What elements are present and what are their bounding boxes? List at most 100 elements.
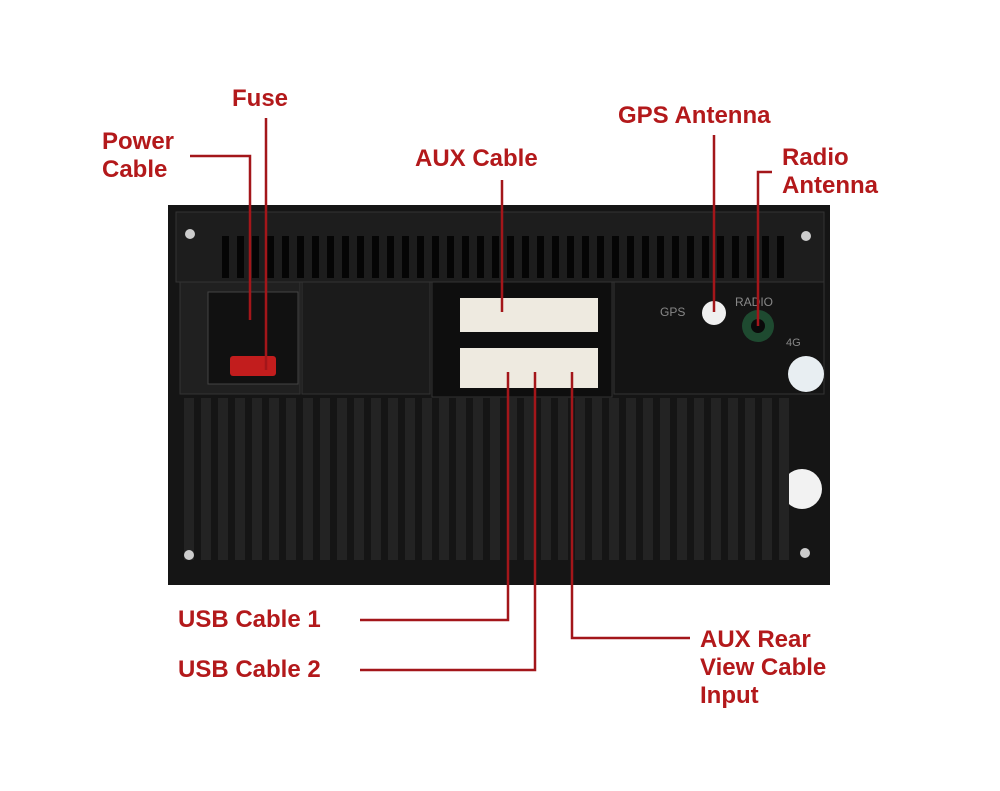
heatsink-fin — [507, 398, 517, 560]
heatsink-fin — [439, 398, 449, 560]
vent-slot — [537, 236, 544, 278]
aux-connector-top — [460, 298, 598, 332]
fuse-block — [230, 356, 276, 376]
heatsink-fin — [541, 398, 551, 560]
vent-slot — [582, 236, 589, 278]
vent-slot — [237, 236, 244, 278]
vent-slot — [312, 236, 319, 278]
radio-marking: RADIO — [735, 295, 773, 309]
vent-slot — [672, 236, 679, 278]
vent-slot — [612, 236, 619, 278]
vent-slot — [777, 236, 784, 278]
screw-icon — [801, 231, 811, 241]
label-aux-rear-2: View Cable — [700, 654, 826, 681]
heatsink-fin — [218, 398, 228, 560]
label-aux-cable: AUX Cable — [415, 145, 538, 172]
heatsink-fin — [201, 398, 211, 560]
vent-slot — [597, 236, 604, 278]
vent-slot — [642, 236, 649, 278]
power-cable-line — [190, 154, 252, 320]
usb-cable-2-line — [360, 372, 537, 672]
label-usb-cable-1: USB Cable 1 — [178, 606, 321, 633]
vent-slot — [447, 236, 454, 278]
heatsink-fin — [609, 398, 619, 560]
vent-slot — [522, 236, 529, 278]
heatsink-fin — [286, 398, 296, 560]
vent-slot — [252, 236, 259, 278]
vent-slot — [297, 236, 304, 278]
label-aux-rear-3: Input — [700, 682, 759, 709]
heatsink-fin — [524, 398, 534, 560]
screw-icon — [185, 229, 195, 239]
vent-slot — [477, 236, 484, 278]
vent-slot — [702, 236, 709, 278]
label-aux-rear-1: AUX Rear — [700, 626, 811, 653]
vent-slot — [267, 236, 274, 278]
label-gps-antenna: GPS Antenna — [618, 102, 771, 129]
label-radio-antenna-1: Radio — [782, 144, 849, 171]
heatsink-fin — [252, 398, 262, 560]
heatsink-fin — [728, 398, 738, 560]
blank-panel — [301, 281, 431, 395]
vent-slot — [762, 236, 769, 278]
heatsink-fin — [371, 398, 381, 560]
leader-lines — [190, 118, 772, 672]
label-fuse: Fuse — [232, 85, 288, 112]
vent-slot — [402, 236, 409, 278]
heatsink-fin — [745, 398, 755, 560]
heatsink-fin — [405, 398, 415, 560]
heatsink-fin — [779, 398, 789, 560]
heatsink-fin — [235, 398, 245, 560]
vent-slot — [627, 236, 634, 278]
heatsink-fin — [660, 398, 670, 560]
vent-slot — [492, 236, 499, 278]
heatsink-fin — [337, 398, 347, 560]
heatsink-fin — [592, 398, 602, 560]
vent-slot — [387, 236, 394, 278]
vent-slot — [282, 236, 289, 278]
vent-slot — [372, 236, 379, 278]
top-vent-slots — [222, 236, 784, 278]
aux-rear-view-line — [570, 372, 690, 640]
heatsink-fin — [762, 398, 772, 560]
heatsink-fin — [711, 398, 721, 560]
heatsink-fin — [694, 398, 704, 560]
label-radio-antenna-2: Antenna — [782, 172, 879, 199]
screw-icon — [800, 548, 810, 558]
label-power-cable-1: Power — [102, 128, 174, 155]
heatsink-fin — [184, 398, 194, 560]
heatsink-fin — [422, 398, 432, 560]
label-usb-cable-2: USB Cable 2 — [178, 656, 321, 683]
usb-cable-1-line — [360, 372, 510, 622]
head-unit: GPS RADIO 4G — [168, 205, 830, 585]
4g-antenna-port — [788, 356, 824, 392]
heatsink-fin — [388, 398, 398, 560]
gps-antenna-port — [702, 301, 726, 325]
4g-marking: 4G — [786, 337, 801, 349]
heatsink-fins — [184, 398, 789, 560]
vent-slot — [432, 236, 439, 278]
radio-antenna-line — [756, 170, 772, 326]
round-port — [782, 469, 822, 509]
vent-slot — [732, 236, 739, 278]
vent-slot — [567, 236, 574, 278]
heatsink-fin — [303, 398, 313, 560]
vent-slot — [687, 236, 694, 278]
aux-connector-bottom — [460, 348, 598, 388]
heatsink-fin — [626, 398, 636, 560]
vent-slot — [507, 236, 514, 278]
vent-slot — [462, 236, 469, 278]
labels: Power Cable Fuse AUX Cable GPS Antenna R… — [102, 85, 879, 709]
heatsink-fin — [558, 398, 568, 560]
screw-icon — [184, 550, 194, 560]
vent-slot — [357, 236, 364, 278]
heatsink-fin — [320, 398, 330, 560]
heatsink-fin — [490, 398, 500, 560]
heatsink-fin — [643, 398, 653, 560]
vent-slot — [717, 236, 724, 278]
vent-slot — [327, 236, 334, 278]
vent-slot — [747, 236, 754, 278]
label-power-cable-2: Cable — [102, 156, 167, 183]
